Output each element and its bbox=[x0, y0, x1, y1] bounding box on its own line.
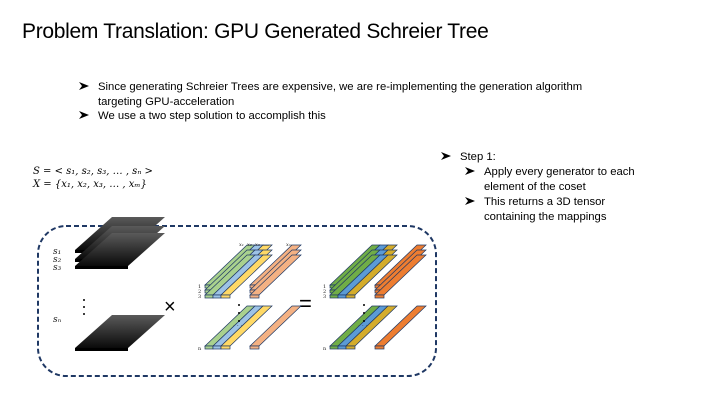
set-definitions: S = < s₁, s₂, s₃, … , sₙ > X = {x₁, x₂, … bbox=[33, 165, 153, 191]
ellipsis-dot bbox=[363, 320, 365, 322]
generator-plate bbox=[75, 315, 165, 348]
tensor-bar-edge bbox=[204, 345, 214, 350]
generator-label: s₃ bbox=[53, 263, 62, 273]
output-tensor: 123 n · · · bbox=[323, 244, 427, 352]
step-subitem: This returns a 3D tensor containing the … bbox=[464, 195, 670, 225]
subitem-line: element of the coset bbox=[484, 181, 586, 193]
generator-label: s₂ bbox=[53, 255, 62, 265]
generator-plate-edge bbox=[75, 266, 128, 269]
row-label: n bbox=[323, 346, 327, 352]
arrowhead-bullet-icon bbox=[440, 150, 452, 167]
step-heading: Step 1: bbox=[460, 151, 496, 163]
ellipsis-dot bbox=[83, 299, 85, 301]
ellipsis-text: · · · bbox=[358, 323, 368, 330]
ellipsis-text: · · · bbox=[233, 323, 243, 330]
multiply-operator: × bbox=[164, 296, 176, 318]
intro-bullets: Since generating Schreier Trees are expe… bbox=[78, 80, 648, 124]
tensor-bar-edge bbox=[212, 345, 222, 350]
generator-plate bbox=[75, 233, 165, 266]
tensor-bar-edge bbox=[220, 345, 231, 350]
row-label: n bbox=[198, 346, 202, 352]
tensor-bar-edge bbox=[204, 294, 214, 299]
column-label: x₂ bbox=[247, 242, 252, 248]
arrowhead-bullet-icon bbox=[78, 80, 90, 97]
tensor-bar-edge bbox=[345, 294, 356, 299]
generator-plate-edge bbox=[75, 348, 128, 351]
tensor-bar-edge bbox=[374, 345, 385, 350]
bullet-line: targeting GPU-acceleration bbox=[98, 95, 235, 108]
step-subitem: Apply every generator to each element of… bbox=[464, 165, 670, 195]
row-label: 2 bbox=[198, 289, 201, 295]
row-label: 1 bbox=[198, 284, 201, 290]
step-1-panel: Step 1: Apply every generator to each el… bbox=[440, 150, 670, 225]
ellipsis-dot bbox=[83, 313, 85, 315]
ellipsis-dot bbox=[83, 306, 85, 308]
tensor-bar-edge bbox=[212, 294, 222, 299]
step-heading-item: Step 1: bbox=[440, 150, 670, 165]
coset-set-formula: X = {x₁, x₂, x₃, … , xₘ} bbox=[33, 178, 153, 191]
equals-operator: = bbox=[299, 291, 312, 316]
subitem-line: containing the mappings bbox=[484, 211, 607, 223]
bullet-item: Since generating Schreier Trees are expe… bbox=[78, 80, 648, 109]
row-label: 2 bbox=[323, 289, 326, 295]
tensor-bar-edge bbox=[329, 345, 339, 350]
row-label: 1 bbox=[323, 284, 326, 290]
bullet-item: We use a two step solution to accomplish… bbox=[78, 109, 648, 124]
tensor-bar-edge bbox=[337, 345, 347, 350]
formula-lhs: S = < bbox=[33, 166, 67, 177]
generator-label: sₙ bbox=[53, 315, 62, 325]
generator-plates bbox=[75, 217, 165, 351]
formula-rhs: x₁, x₂, x₃, … , xₘ} bbox=[61, 179, 147, 190]
bullet-line: We use a two step solution to accomplish… bbox=[98, 110, 326, 122]
dashed-border bbox=[37, 225, 437, 377]
bullet-line: Since generating Schreier Trees are expe… bbox=[98, 81, 583, 93]
slide-title: Problem Translation: GPU Generated Schre… bbox=[22, 20, 489, 43]
tensor-bar-edge bbox=[374, 294, 385, 299]
generator-set-formula: S = < s₁, s₂, s₃, … , sₙ > bbox=[33, 165, 153, 178]
tensor-bar-edge bbox=[249, 294, 260, 299]
ellipsis-dot bbox=[363, 304, 365, 306]
tensor-bar-edge bbox=[345, 345, 356, 350]
formula-rhs: s₁, s₂, s₃, … , sₙ > bbox=[66, 166, 153, 177]
arrowhead-bullet-icon bbox=[464, 195, 476, 212]
row-label: 3 bbox=[323, 294, 326, 300]
column-label: x₁ bbox=[239, 242, 244, 248]
column-ellipsis: … bbox=[263, 241, 269, 248]
subitem-line: Apply every generator to each bbox=[484, 166, 635, 178]
tensor-bar-edge bbox=[220, 294, 231, 299]
arrowhead-bullet-icon bbox=[464, 165, 476, 182]
formula-lhs: X = { bbox=[33, 179, 62, 190]
row-label: 3 bbox=[198, 294, 201, 300]
ellipsis-dot bbox=[238, 312, 240, 314]
ellipsis-dot bbox=[363, 312, 365, 314]
generator-label: s₁ bbox=[53, 247, 61, 257]
ellipsis-dot bbox=[238, 320, 240, 322]
column-label: xₘ bbox=[286, 242, 292, 248]
tensor-bar-edge bbox=[337, 294, 347, 299]
ellipsis-dot bbox=[238, 304, 240, 306]
subitem-line: This returns a 3D tensor bbox=[484, 196, 606, 208]
arrowhead-bullet-icon bbox=[78, 109, 90, 126]
tensor-bar-edge bbox=[249, 345, 260, 350]
column-label: x₃ bbox=[255, 242, 260, 248]
tensor-bar-edge bbox=[329, 294, 339, 299]
